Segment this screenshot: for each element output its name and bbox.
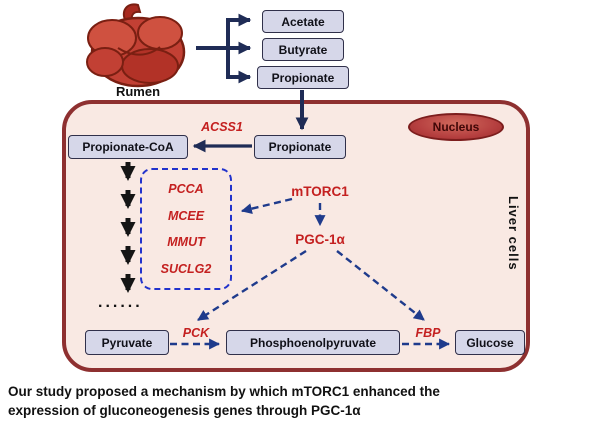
gene-mcee: MCEE	[167, 208, 205, 223]
gluconeogenesis-gene-box: PCCA MCEE MMUT SUCLG2	[140, 168, 232, 290]
acss1-label: ACSS1	[201, 120, 243, 134]
gene-suclg2: SUCLG2	[160, 261, 212, 276]
nucleus-label: Nucleus	[432, 120, 480, 134]
box-propionate-top: Propionate	[257, 66, 349, 89]
pck-label: PCK	[182, 326, 210, 340]
rumen-illustration	[86, 3, 186, 88]
box-propionate-coa: Propionate-CoA	[68, 135, 188, 159]
nucleus-oval: Nucleus	[408, 113, 504, 141]
pgc1a-node: PGC-1α	[295, 232, 345, 247]
box-butyrate: Butyrate	[262, 38, 344, 61]
pgc1a-to-fbp-arrow	[336, 250, 425, 321]
box-pyruvate: Pyruvate	[85, 330, 169, 355]
box-glucose: Glucose	[455, 330, 525, 355]
box-phosphoenolpyruvate: Phosphoenolpyruvate	[226, 330, 400, 355]
mtorc1-to-genes-arrow	[240, 197, 293, 215]
rumen-to-scfa-arrows	[196, 13, 252, 84]
fbp-label: FBP	[415, 326, 441, 340]
caption-line-2: expression of gluconeogenesis genes thro…	[8, 403, 361, 418]
omitted-steps-ellipsis: ......	[98, 294, 143, 311]
caption-line-1: Our study proposed a mechanism by which …	[8, 384, 440, 399]
mtorc1-node: mTORC1	[291, 184, 349, 199]
box-propionate-inner: Propionate	[254, 135, 346, 159]
pgc1a-to-pck-arrow	[197, 249, 307, 322]
rumen-label: Rumen	[115, 84, 161, 99]
box-acetate: Acetate	[262, 10, 344, 33]
figure-caption: Our study proposed a mechanism by which …	[8, 382, 596, 420]
gene-mmut: MMUT	[167, 235, 205, 250]
gene-pcca: PCCA	[168, 182, 204, 197]
liver-cells-label: Liver cells	[506, 196, 521, 271]
